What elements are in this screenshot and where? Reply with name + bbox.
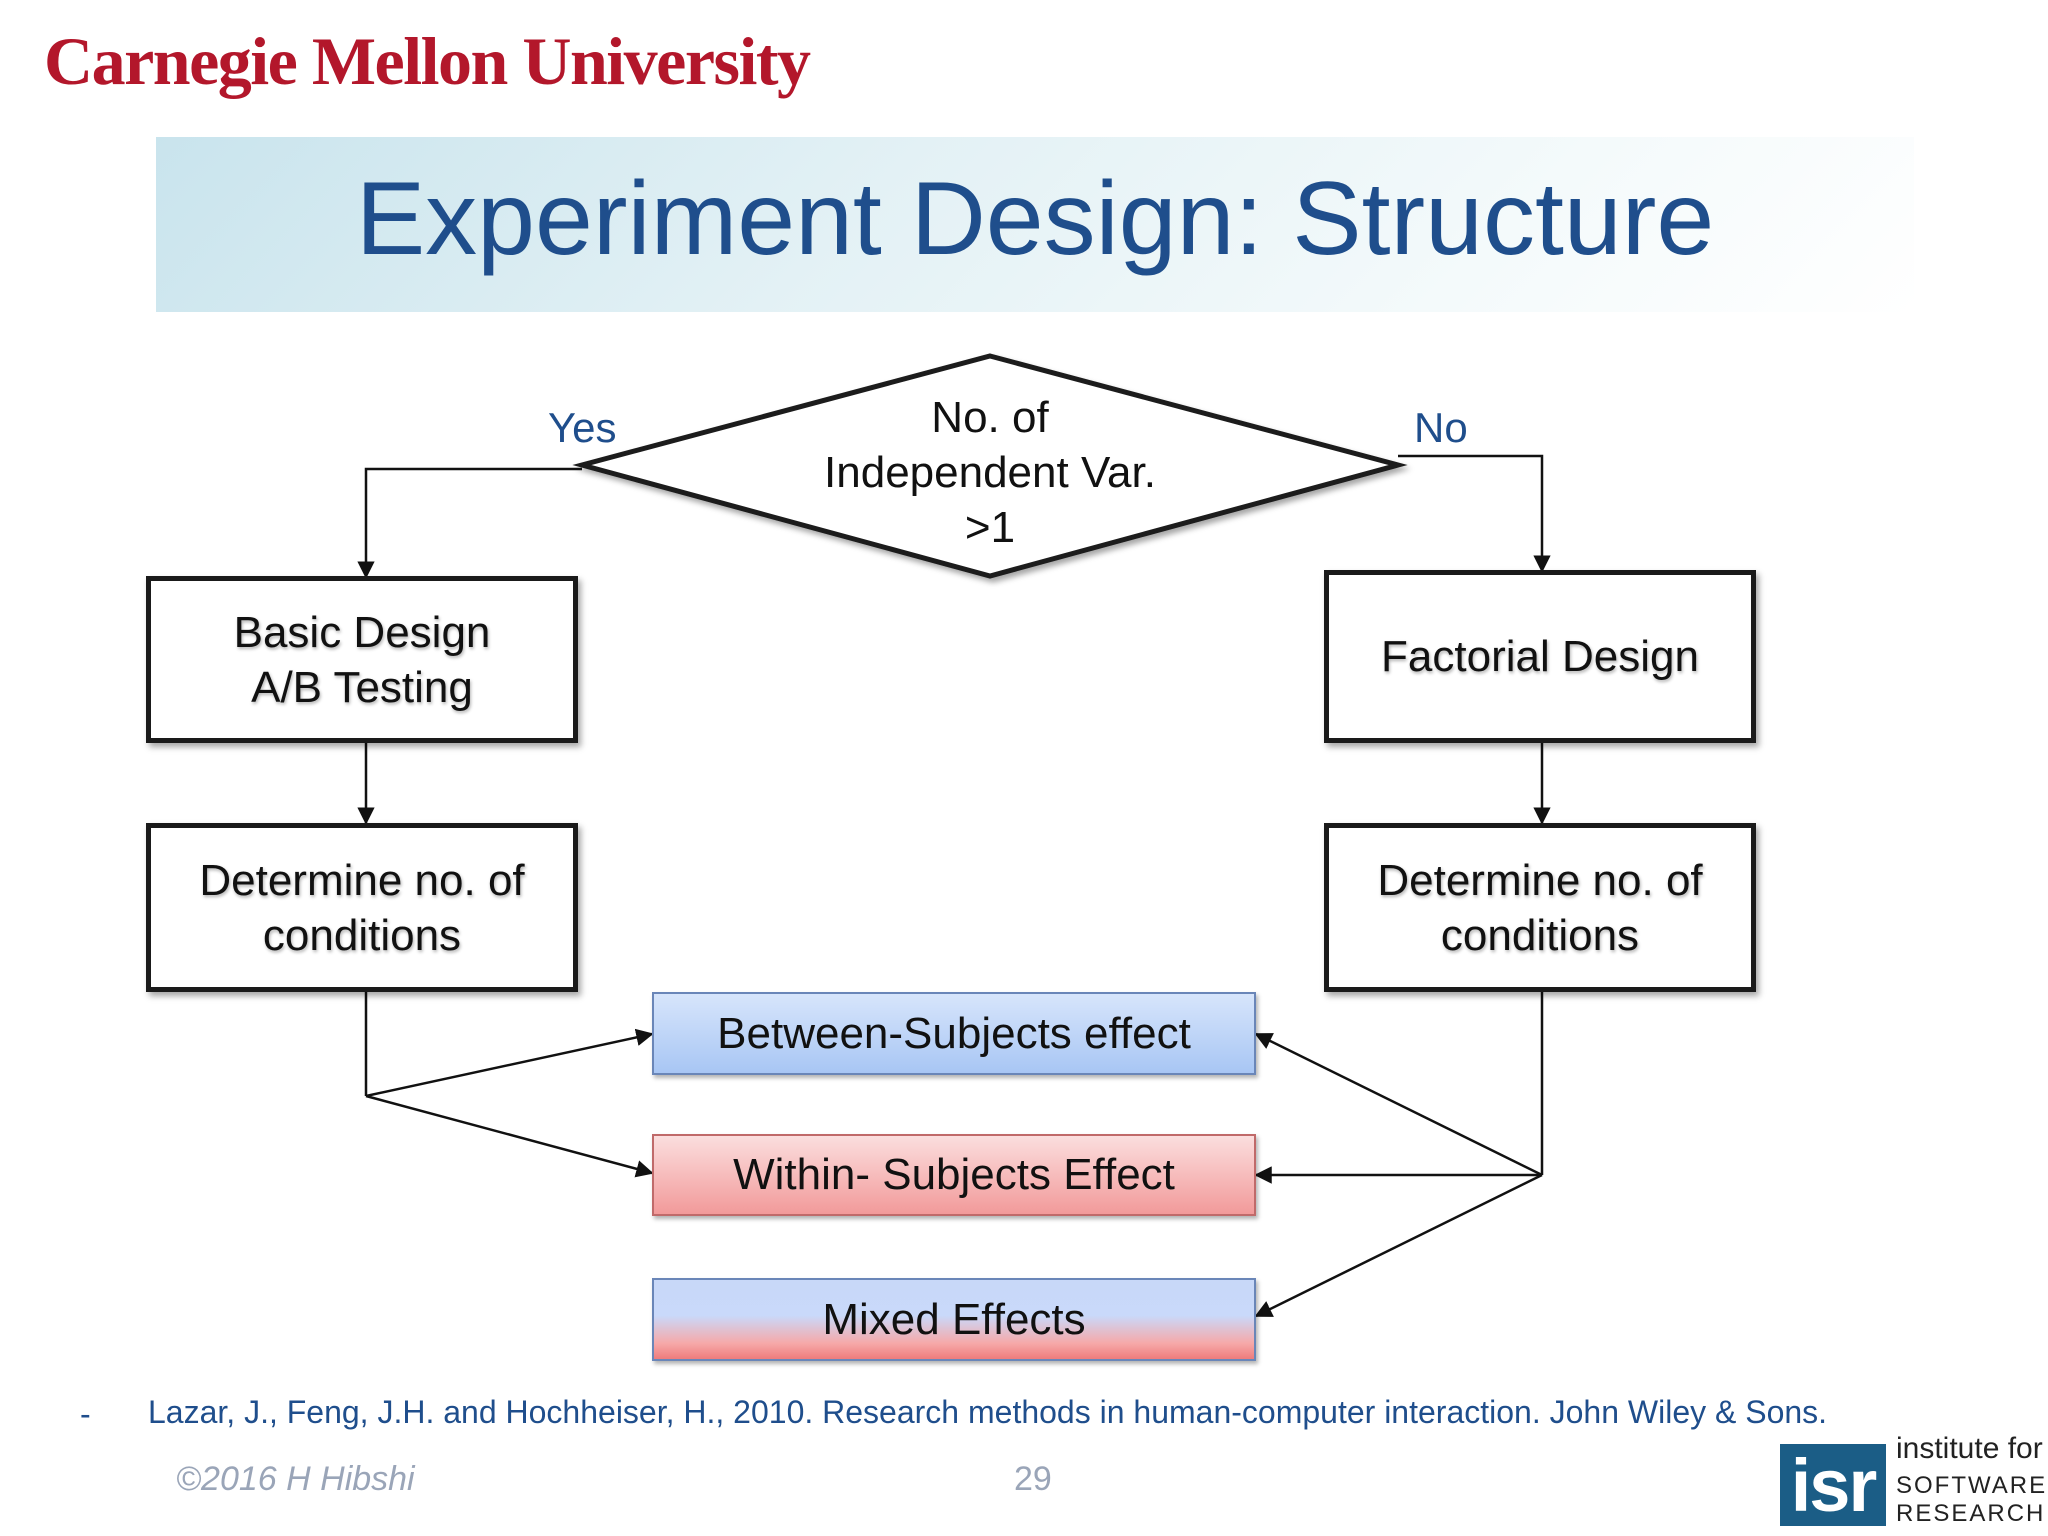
left-conditions-box: Determine no. of conditions [146,823,578,992]
no-label: No [1414,404,1468,451]
factorial-design-box: Factorial Design [1324,570,1756,743]
right-to-mixed-arrow [1254,1173,1543,1318]
mixed-effects-box: Mixed Effects [652,1278,1256,1361]
citation-text: Lazar, J., Feng, J.H. and Hochheiser, H.… [148,1394,1828,1430]
decision-diamond [572,353,1408,579]
basic-design-box: Basic Design A/B Testing [146,576,578,743]
isr-logo-line1: institute for [1896,1432,2043,1465]
copyright-footer: ©2016 H Hibshi [176,1460,415,1498]
cmu-logo: Carnegie Mellon University [44,23,811,99]
isr-logo: isr institute for SOFTWARE RESEARCH [1780,1420,2045,1530]
title-band [156,137,1914,312]
isr-logo-line2: SOFTWARE [1896,1472,2048,1499]
between-subjects-box: Between-Subjects effect [652,992,1256,1075]
right-to-between-arrow [1254,1032,1543,1177]
no-connector [1398,454,1551,573]
page-number: 29 [1014,1460,1052,1498]
citation-bullet: - [80,1396,91,1432]
decision-label: No. of Independent Var. >1 [824,393,1156,552]
right-conditions-box: Determine no. of conditions [1324,823,1756,992]
slide-title: Experiment Design: Structure [355,161,1715,277]
within-subjects-box: Within- Subjects Effect [652,1134,1256,1216]
isr-mark: isr [1780,1444,1886,1527]
yes-label: Yes [548,404,617,451]
left-to-between-arrow [365,1028,654,1098]
yes-connector [357,467,582,579]
left-to-within-arrow [365,1094,654,1178]
isr-logo-line3: RESEARCH [1896,1500,2046,1527]
